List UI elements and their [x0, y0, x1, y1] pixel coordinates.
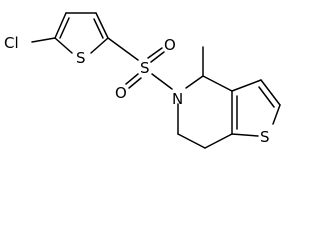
bond-c3-c2-inner	[258, 86, 275, 108]
bond-c1-c2-inner	[59, 17, 70, 39]
bond-so2-o-top-a	[147, 47, 163, 59]
bond-c-c3a	[202, 75, 233, 92]
bond-n-c-methyl	[185, 75, 204, 89]
atom-n-label: N	[172, 90, 183, 108]
bond-s-c7a	[231, 133, 259, 137]
atom-s-thiophene-right-label: S	[260, 128, 270, 146]
bond-c1-c2	[54, 12, 67, 39]
bond-cl-c	[31, 37, 56, 43]
bond-c3-c4	[95, 12, 109, 39]
bond-c3-c2	[260, 79, 281, 106]
bond-c3a-c3	[231, 79, 262, 92]
bond-so2-o-top-b	[150, 51, 165, 63]
bond-so2-n	[151, 73, 173, 90]
atom-cl-label: Cl	[4, 34, 19, 52]
bond-c3-c4-inner	[93, 18, 104, 39]
molecule-diagram: Cl S S O O N S	[4, 12, 281, 149]
atom-labels: Cl S S O O N S	[4, 34, 270, 146]
structure-canvas: Cl S S O O N S	[4, 12, 281, 149]
bond-c4-so2	[107, 37, 139, 61]
bond-c4-s	[90, 37, 109, 54]
bond-ch2-c7a	[204, 133, 233, 149]
atom-s-sulfonyl-label: S	[140, 59, 150, 77]
bond-so2-o-bottom-b	[128, 77, 142, 89]
atom-s-thiophene-left-label: S	[76, 49, 86, 67]
atom-o-bottom-label: O	[115, 84, 127, 102]
bonds	[31, 12, 281, 149]
bond-c2-s	[272, 104, 281, 125]
atom-o-top-label: O	[164, 36, 176, 54]
bond-ch2-ch2	[177, 133, 206, 149]
bond-c1-s	[54, 37, 73, 54]
bond-so2-o-bottom-a	[125, 73, 139, 85]
